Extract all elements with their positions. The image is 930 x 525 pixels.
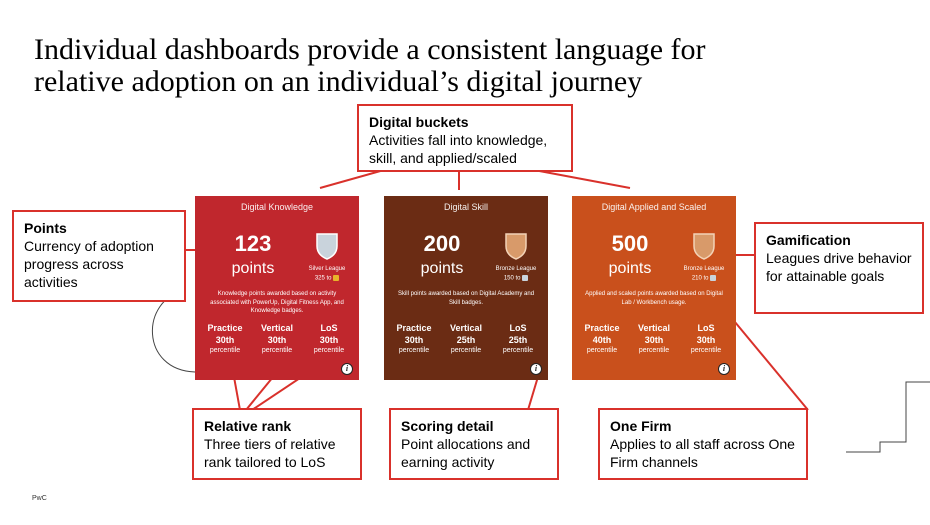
league-points: 325 to [299,275,355,282]
info-icon[interactable]: i [530,363,542,375]
card-digital-applied-scaled: Digital Applied and Scaled 500 points Br… [572,196,736,380]
card-description: Knowledge points awarded based on activi… [210,291,344,314]
rank-group: Practice 40th percentile Vertical 30th p… [576,322,732,356]
callout-title: One Firm [610,418,672,434]
callout-title: Digital buckets [369,114,469,130]
callout-relative-rank: Relative rank Three tiers of relative ra… [192,408,362,480]
callout-body: Currency of adoption progress across act… [24,238,154,290]
card-title: Digital Skill [443,202,488,212]
silver-shield-icon [316,233,338,260]
card-description: Applied and scaled points awarded based … [585,291,723,306]
bronze-shield-icon [693,233,715,260]
callout-scoring-detail: Scoring detail Point allocations and ear… [389,408,559,480]
rank-los: LoS 30th percentile [313,323,345,354]
callout-title: Gamification [766,232,851,248]
callout-title: Relative rank [204,418,292,434]
points-value: 123 [234,231,272,256]
callout-body: Leagues drive behavior for attainable go… [766,250,912,284]
card-digital-knowledge: Digital Knowledge 123 points Silver Leag… [195,196,359,380]
rank-group: Practice 30th percentile Vertical 25th p… [388,322,544,356]
points-label: points [231,260,275,277]
callout-points: Points Currency of adoption progress acr… [12,210,186,302]
callout-gamification: Gamification Leagues drive behavior for … [754,222,924,314]
rank-practice: Practice 40th percentile [584,323,620,354]
league-name: Bronze League [495,266,537,272]
league-points: 150 to [488,275,544,282]
rank-practice: Practice 30th percentile [207,323,243,354]
callout-title: Scoring detail [401,418,494,434]
card-description: Skill points awarded based on Digital Ac… [397,291,535,306]
points-value: 200 [423,231,461,256]
silver-badge-icon [522,275,529,281]
bronze-shield-icon [505,233,527,260]
rank-los: LoS 30th percentile [690,323,722,354]
callout-body: Activities fall into knowledge, skill, a… [369,132,548,166]
rank-group: Practice 30th percentile Vertical 30th p… [199,322,355,356]
slide-title-line-1: Individual dashboards provide a consiste… [34,33,706,66]
slide-title: Individual dashboards provide a consiste… [34,34,894,98]
card-title: Digital Knowledge [240,202,314,212]
points-label: points [608,260,652,277]
points-label: points [420,260,464,277]
callout-body: Point allocations and earning activity [401,436,531,470]
rank-vertical: Vertical 30th percentile [637,323,671,354]
callout-body: Applies to all staff across One Firm cha… [610,436,795,470]
info-icon[interactable]: i [718,363,730,375]
callout-one-firm: One Firm Applies to all staff across One… [598,408,808,480]
callout-title: Points [24,220,67,236]
card-title: Digital Applied and Scaled [601,202,707,212]
gold-badge-icon [333,275,340,281]
slide-title-line-2: relative adoption on an individual’s dig… [34,65,643,98]
callout-digital-buckets: Digital buckets Activities fall into kno… [357,104,573,172]
league-name: Silver League [308,266,346,272]
points-value: 500 [611,231,649,256]
league-name: Bronze League [683,266,725,272]
rank-vertical: Vertical 25th percentile [449,323,483,354]
footer-logo-text: PwC [32,495,47,502]
rank-los: LoS 25th percentile [502,323,534,354]
rank-practice: Practice 30th percentile [396,323,432,354]
info-icon[interactable]: i [341,363,353,375]
league-points: 210 to [676,275,732,282]
callout-body: Three tiers of relative rank tailored to… [204,436,336,470]
silver-badge-icon [710,275,717,281]
rank-vertical: Vertical 30th percentile [260,323,294,354]
card-digital-skill: Digital Skill 200 points Bronze League 1… [384,196,548,380]
